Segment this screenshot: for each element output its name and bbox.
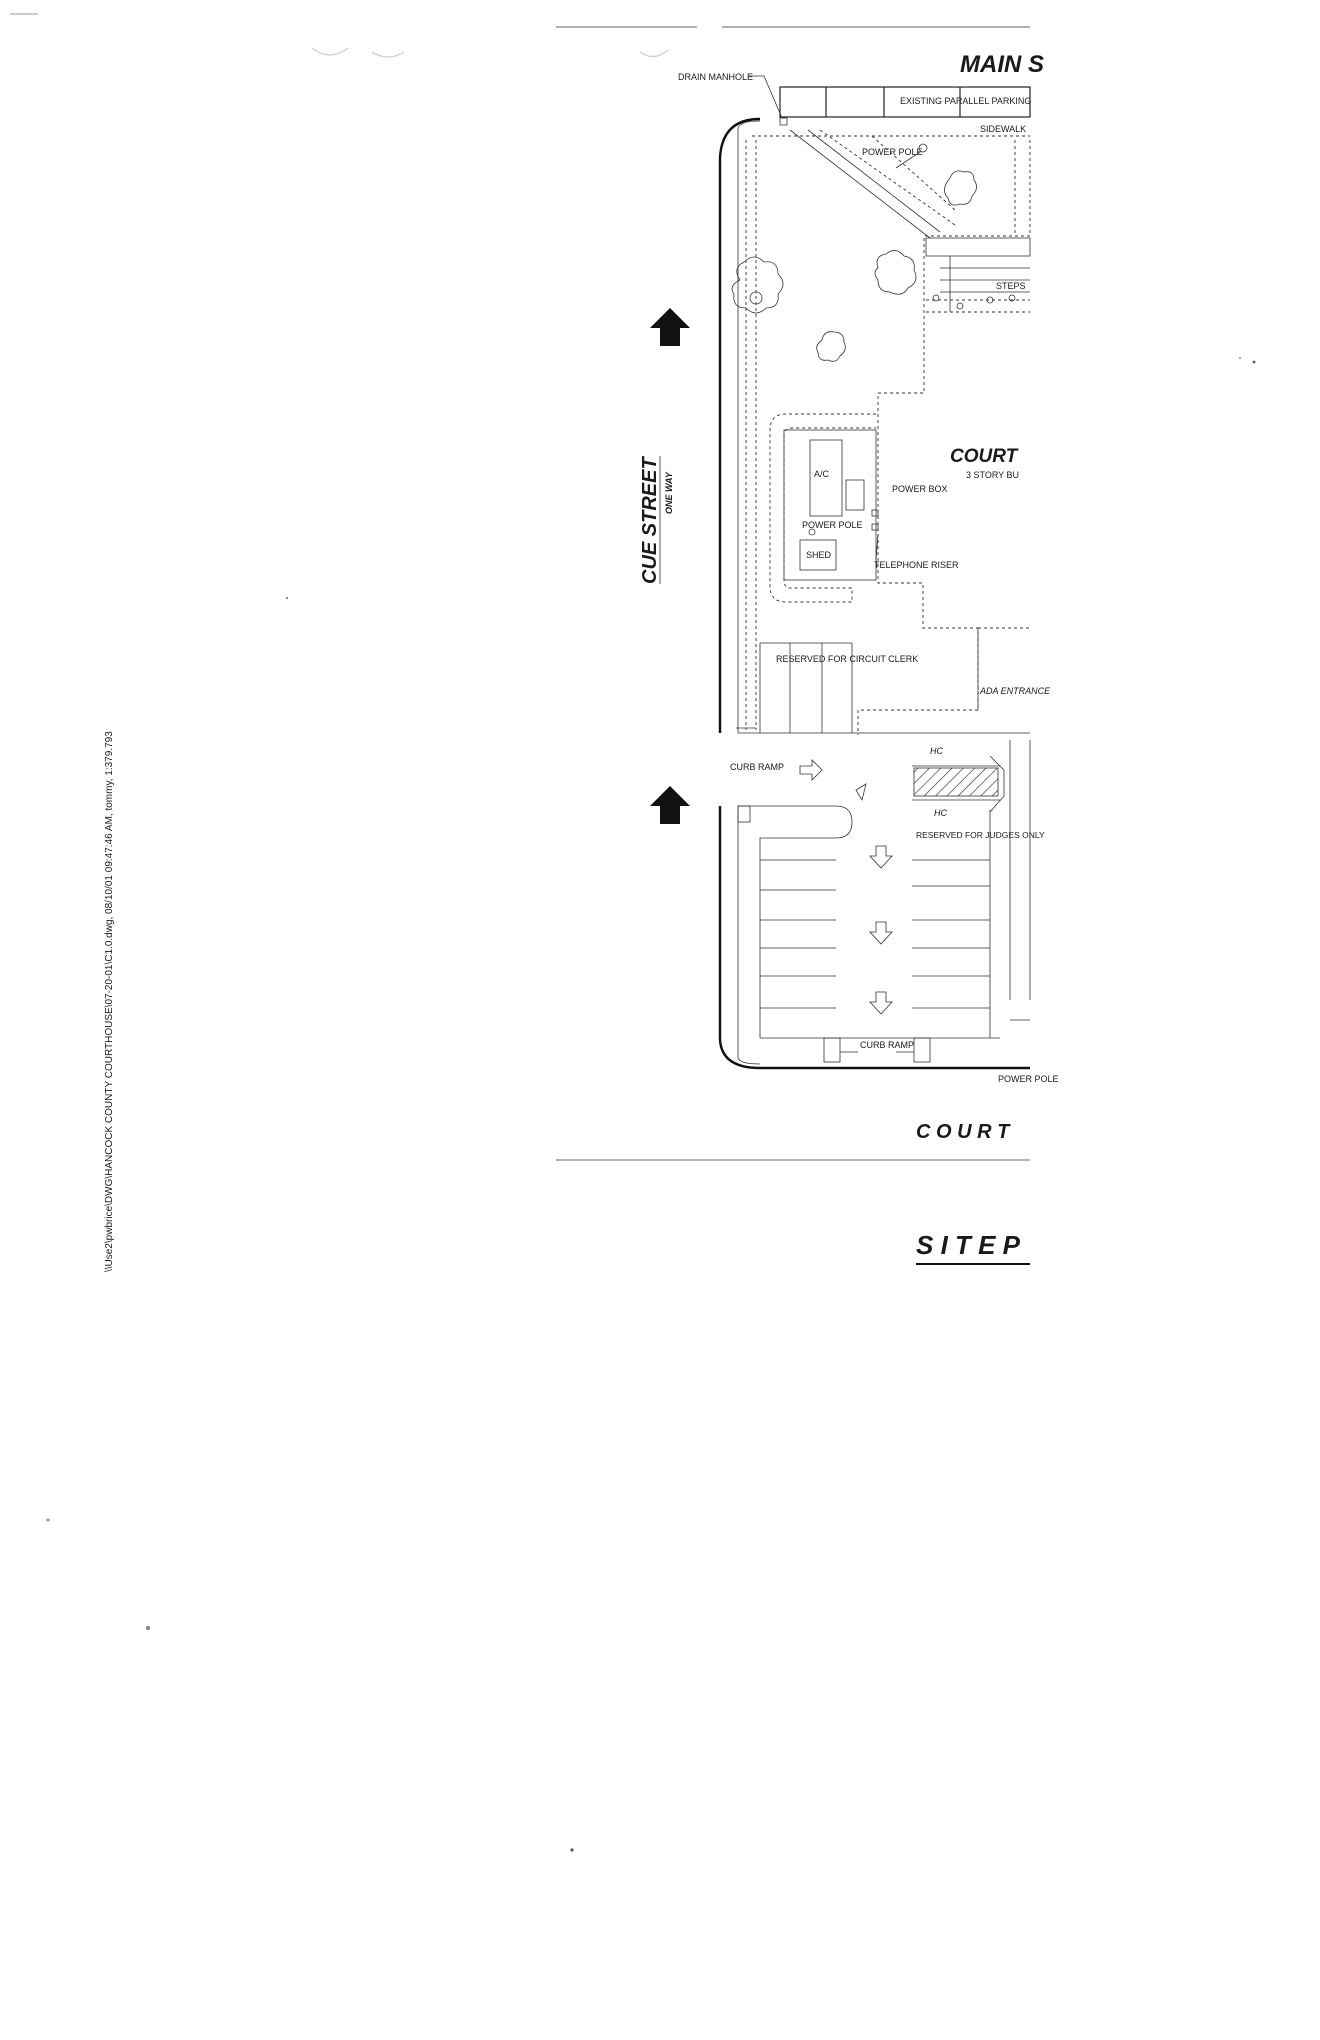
tree-2 — [874, 250, 917, 295]
hc-hatch — [913, 767, 999, 797]
steps-label: STEPS — [996, 281, 1026, 291]
one-way-arrow-2 — [650, 786, 690, 824]
hc-label-1: HC — [930, 746, 943, 756]
power-pole-label-1: POWER POLE — [862, 147, 923, 157]
courthouse-label: COURT — [950, 446, 1019, 467]
lane-arrow-down-3 — [869, 991, 893, 1015]
power-pole-symbol-1 — [918, 143, 928, 153]
one-way-label: ONE WAY — [664, 471, 674, 514]
one-way-arrow-1 — [650, 308, 690, 346]
court-street-label: C O U R T — [916, 1121, 1011, 1143]
shed-label: SHED — [806, 550, 832, 560]
ada-entrance-label: ADA ENTRANCE — [979, 686, 1051, 696]
tree-4 — [816, 331, 846, 362]
cue-street-label: CUE STREET — [639, 456, 661, 584]
power-pole-label-2: POWER POLE — [802, 520, 863, 530]
reserved-judges-label: RESERVED FOR JUDGES ONLY — [916, 830, 1045, 840]
tree-1 — [731, 256, 784, 314]
hc-label-2: HC — [934, 808, 947, 818]
power-box-symbol — [871, 509, 879, 517]
lane-arrow-down-1 — [869, 845, 893, 869]
file-path-label: \\Use2\pwbrice\DWG\HANCOCK COUNTY COURTH… — [104, 731, 115, 1272]
curb-ramp-label-1: CURB RAMP — [730, 762, 784, 772]
drain-manhole-symbol — [779, 117, 788, 126]
telephone-riser-label: TELEPHONE RISER — [874, 560, 959, 570]
lane-arrow-right — [799, 759, 823, 781]
power-box-label: POWER BOX — [892, 484, 948, 494]
ac-label: A/C — [814, 469, 830, 479]
drain-manhole-label: DRAIN MANHOLE — [678, 72, 753, 82]
lane-arrow-diag — [855, 783, 867, 802]
main-street-label: MAIN S — [960, 51, 1044, 78]
stories-label: 3 STORY BU — [966, 470, 1019, 480]
existing-parking-label: EXISTING PARALLEL PARKING — [900, 96, 1031, 106]
hedge — [769, 413, 876, 603]
sidewalk-label: SIDEWALK — [980, 124, 1026, 134]
power-pole-symbol-2 — [808, 528, 816, 536]
lane-arrow-down-2 — [869, 921, 893, 945]
curb-ramp-label-2: CURB RAMP — [860, 1040, 914, 1050]
tree-3 — [944, 170, 977, 206]
site-plan-title: S I T E P — [916, 1230, 1021, 1260]
reserved-clerk-label: RESERVED FOR CIRCUIT CLERK — [776, 654, 918, 664]
power-pole-label-3: POWER POLE — [998, 1074, 1059, 1084]
